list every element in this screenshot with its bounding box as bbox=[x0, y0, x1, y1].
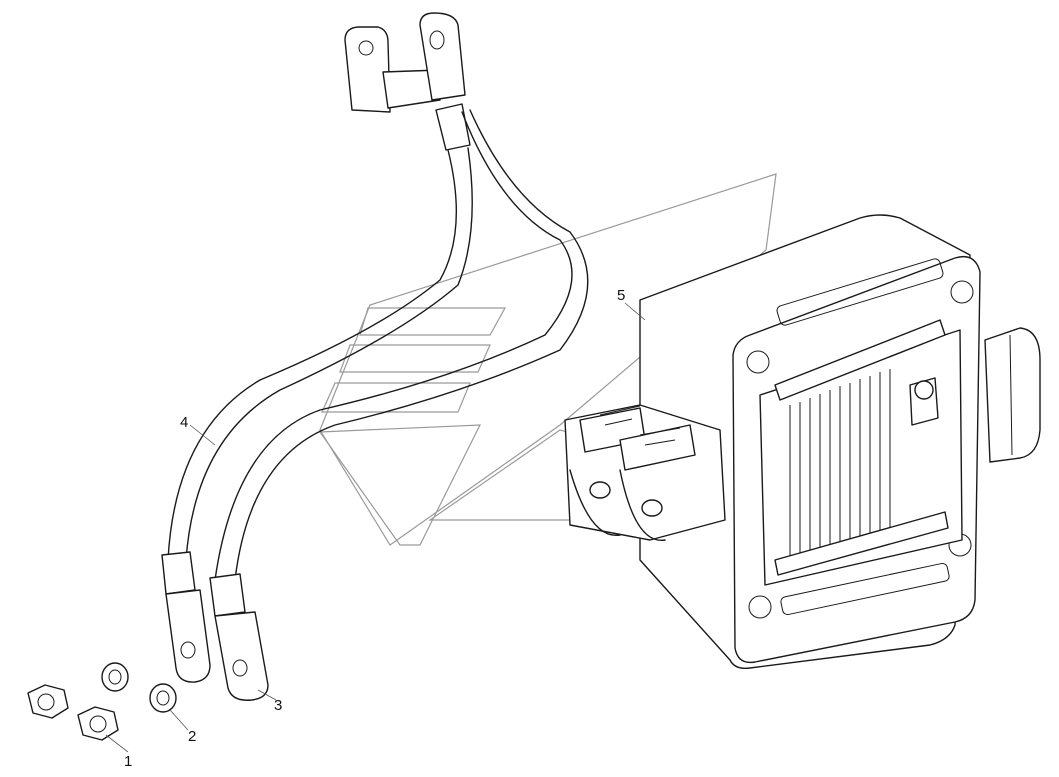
leader-lines bbox=[105, 302, 646, 753]
nuts bbox=[27, 684, 119, 741]
callout-1: 1 bbox=[124, 753, 132, 770]
callout-5: 5 bbox=[617, 287, 625, 304]
callout-2: 2 bbox=[188, 728, 196, 745]
cable-assembly bbox=[161, 12, 589, 701]
callout-3: 3 bbox=[274, 697, 282, 714]
relay-unit bbox=[639, 214, 1041, 670]
lock-washers bbox=[101, 662, 177, 713]
callout-labels: 1 2 3 4 5 bbox=[124, 287, 625, 770]
callout-4: 4 bbox=[180, 414, 188, 431]
terminal-bracket bbox=[564, 404, 726, 541]
